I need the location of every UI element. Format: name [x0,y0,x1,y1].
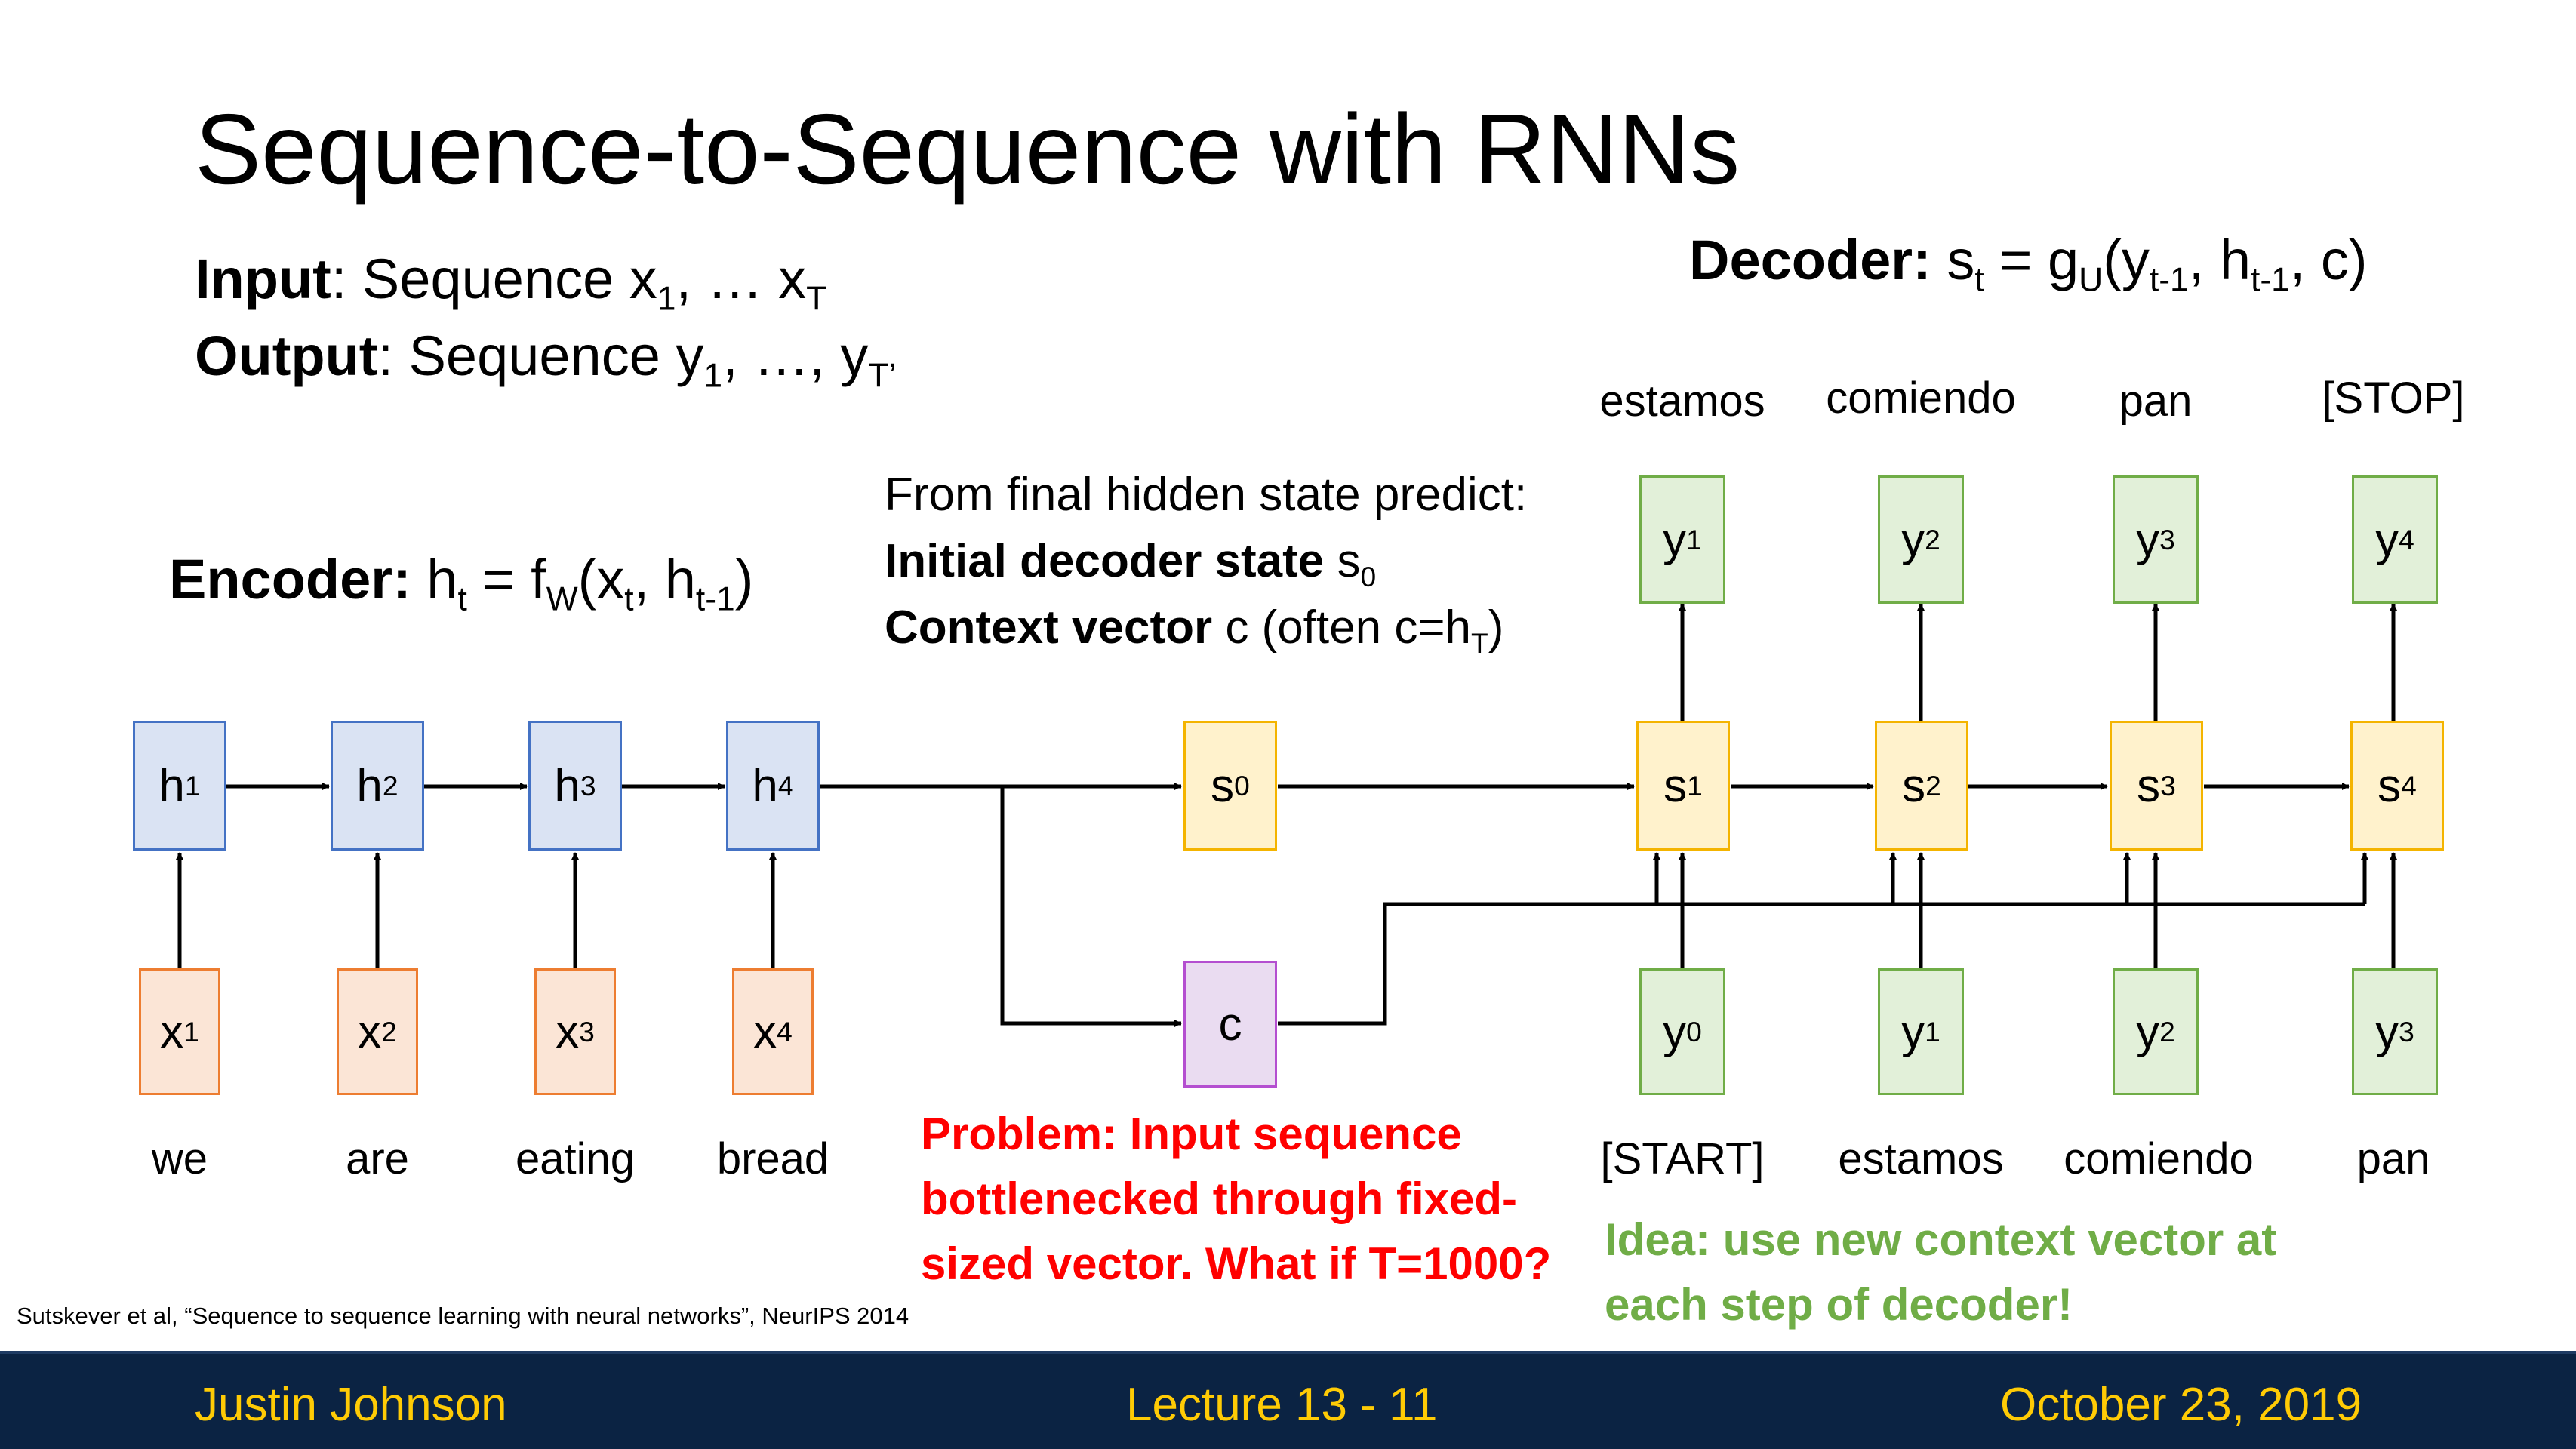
encoder-equation: Encoder: ht = fW(xt, ht-1) [169,548,754,618]
decoder-input-word: [START] [1600,1134,1765,1183]
footer-bar: Justin Johnson Lecture 13 - 11 October 2… [0,1351,2576,1449]
decoder-input-word: estamos [1838,1134,2004,1183]
problem-note: Problem: Input sequence bottlenecked thr… [921,1109,1552,1289]
slide-title: Sequence-to-Sequence with RNNs [195,94,1740,205]
citation: Sutskever et al, “Sequence to sequence l… [17,1303,909,1329]
output-description: Output: Sequence y1, …, yT’ [195,325,897,395]
decoder-output-word: estamos [1599,377,1765,426]
footer-author: Justin Johnson [195,1379,507,1431]
encoder-word: eating [515,1134,636,1183]
decoder-output-word: pan [2119,377,2193,426]
decoder-output-word: comiendo [1826,374,2016,423]
decoder-input-word: comiendo [2064,1134,2254,1183]
encoder-word: we [151,1134,208,1183]
decoder-input-word: pan [2356,1134,2430,1183]
decoder-equation: Decoder: st = gU(yt-1, ht-1, c) [1689,229,2368,299]
encoder-word: bread [716,1134,829,1183]
decoder-output-word: [STOP] [2322,374,2465,423]
context-vector-c: c [1183,961,1277,1088]
footer-lecture: Lecture 13 - 11 [1126,1379,1438,1431]
context-bus [1278,902,2365,1026]
arrow-h4-c [1000,786,1182,1027]
input-description: Input: Sequence x1, … xT [195,248,827,318]
footer-date: October 23, 2019 [2000,1379,2362,1431]
prediction-note: From final hidden state predict: Initial… [885,469,1528,660]
encoder-word: are [346,1134,409,1183]
idea-note: Idea: use new context vector at each ste… [1605,1214,2277,1330]
